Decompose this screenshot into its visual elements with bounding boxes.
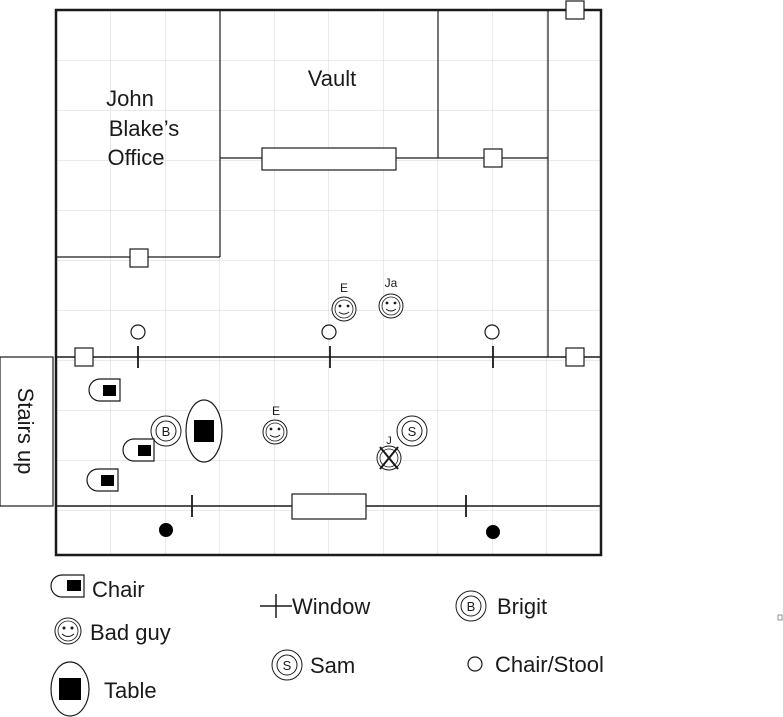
legend-chair-stool-label: Chair/Stool xyxy=(495,652,604,677)
marker-label: E xyxy=(340,281,348,295)
bad-guy-icon xyxy=(54,617,82,645)
chairs xyxy=(86,378,155,492)
office-label-line2: Blake’s xyxy=(109,116,180,141)
edge-mark xyxy=(777,614,783,621)
brigit-icon xyxy=(455,590,487,622)
bad-guy-icon xyxy=(262,419,288,445)
svg-text:B: B xyxy=(467,599,476,614)
vault-label: Vault xyxy=(308,66,357,91)
cross-out-icon xyxy=(379,446,399,470)
sam-icon xyxy=(271,649,303,681)
windows xyxy=(137,346,494,517)
legend-chair-stool: Chair/Stool xyxy=(467,652,604,677)
marker-label: Ja xyxy=(385,276,398,290)
door-icon xyxy=(565,347,585,367)
stool-icon xyxy=(130,324,146,340)
door-icon xyxy=(129,248,149,268)
marker-label: J xyxy=(386,435,392,447)
stools xyxy=(130,324,500,340)
legend-window-label: Window xyxy=(292,594,370,619)
chair-icon xyxy=(88,378,121,402)
solid-stools xyxy=(159,523,500,539)
bad-guy-e-upper: E xyxy=(331,281,357,322)
legend-window: Window xyxy=(260,594,370,619)
table-marker xyxy=(185,399,223,463)
legend: Chair Bad guy Table Window S Sam xyxy=(50,574,604,717)
walls xyxy=(54,8,603,557)
office-label-line3: Office xyxy=(107,145,164,170)
bad-guy-e-lower: E xyxy=(262,404,288,445)
marker-label: E xyxy=(272,404,280,418)
bad-guy-icon xyxy=(331,296,357,322)
outer-wall xyxy=(54,8,603,557)
counter-opening xyxy=(291,493,367,520)
legend-bad-guy: Bad guy xyxy=(54,617,171,645)
legend-table: Table xyxy=(50,661,157,717)
legend-sam-label: Sam xyxy=(310,653,355,678)
chair-icon xyxy=(86,468,119,492)
brigit-icon xyxy=(150,415,182,447)
legend-sam: S Sam xyxy=(271,649,355,681)
stairs-label: Stairs up xyxy=(13,388,38,475)
stool-icon xyxy=(484,324,500,340)
stool-icon xyxy=(321,324,337,340)
chair-icon xyxy=(122,438,155,462)
stairs-box xyxy=(0,356,54,507)
door-icon xyxy=(565,0,585,20)
solid-stool-icon xyxy=(486,525,500,539)
doors xyxy=(74,0,585,520)
solid-stool-icon xyxy=(159,523,173,537)
legend-brigit-label: Brigit xyxy=(497,594,547,619)
sam-marker: S xyxy=(396,415,428,447)
sam-icon xyxy=(396,415,428,447)
legend-chair-label: Chair xyxy=(92,577,145,602)
legend-table-label: Table xyxy=(104,678,157,703)
office-label-line1: John xyxy=(106,86,154,111)
stool-icon xyxy=(467,656,483,672)
legend-bad-guy-label: Bad guy xyxy=(90,620,171,645)
door-icon xyxy=(74,347,94,367)
svg-text:B: B xyxy=(162,424,171,439)
dead-marker-j: J xyxy=(376,435,402,471)
svg-text:S: S xyxy=(408,424,417,439)
legend-chair: Chair xyxy=(50,574,145,602)
bad-guy-icon xyxy=(378,293,404,319)
bad-guy-ja: Ja xyxy=(378,276,404,319)
brigit-marker: B xyxy=(150,415,182,447)
grid-background xyxy=(56,10,601,555)
legend-brigit: B Brigit xyxy=(455,590,547,622)
svg-text:S: S xyxy=(283,658,292,673)
door-icon xyxy=(483,148,503,168)
vault-door xyxy=(261,147,397,171)
